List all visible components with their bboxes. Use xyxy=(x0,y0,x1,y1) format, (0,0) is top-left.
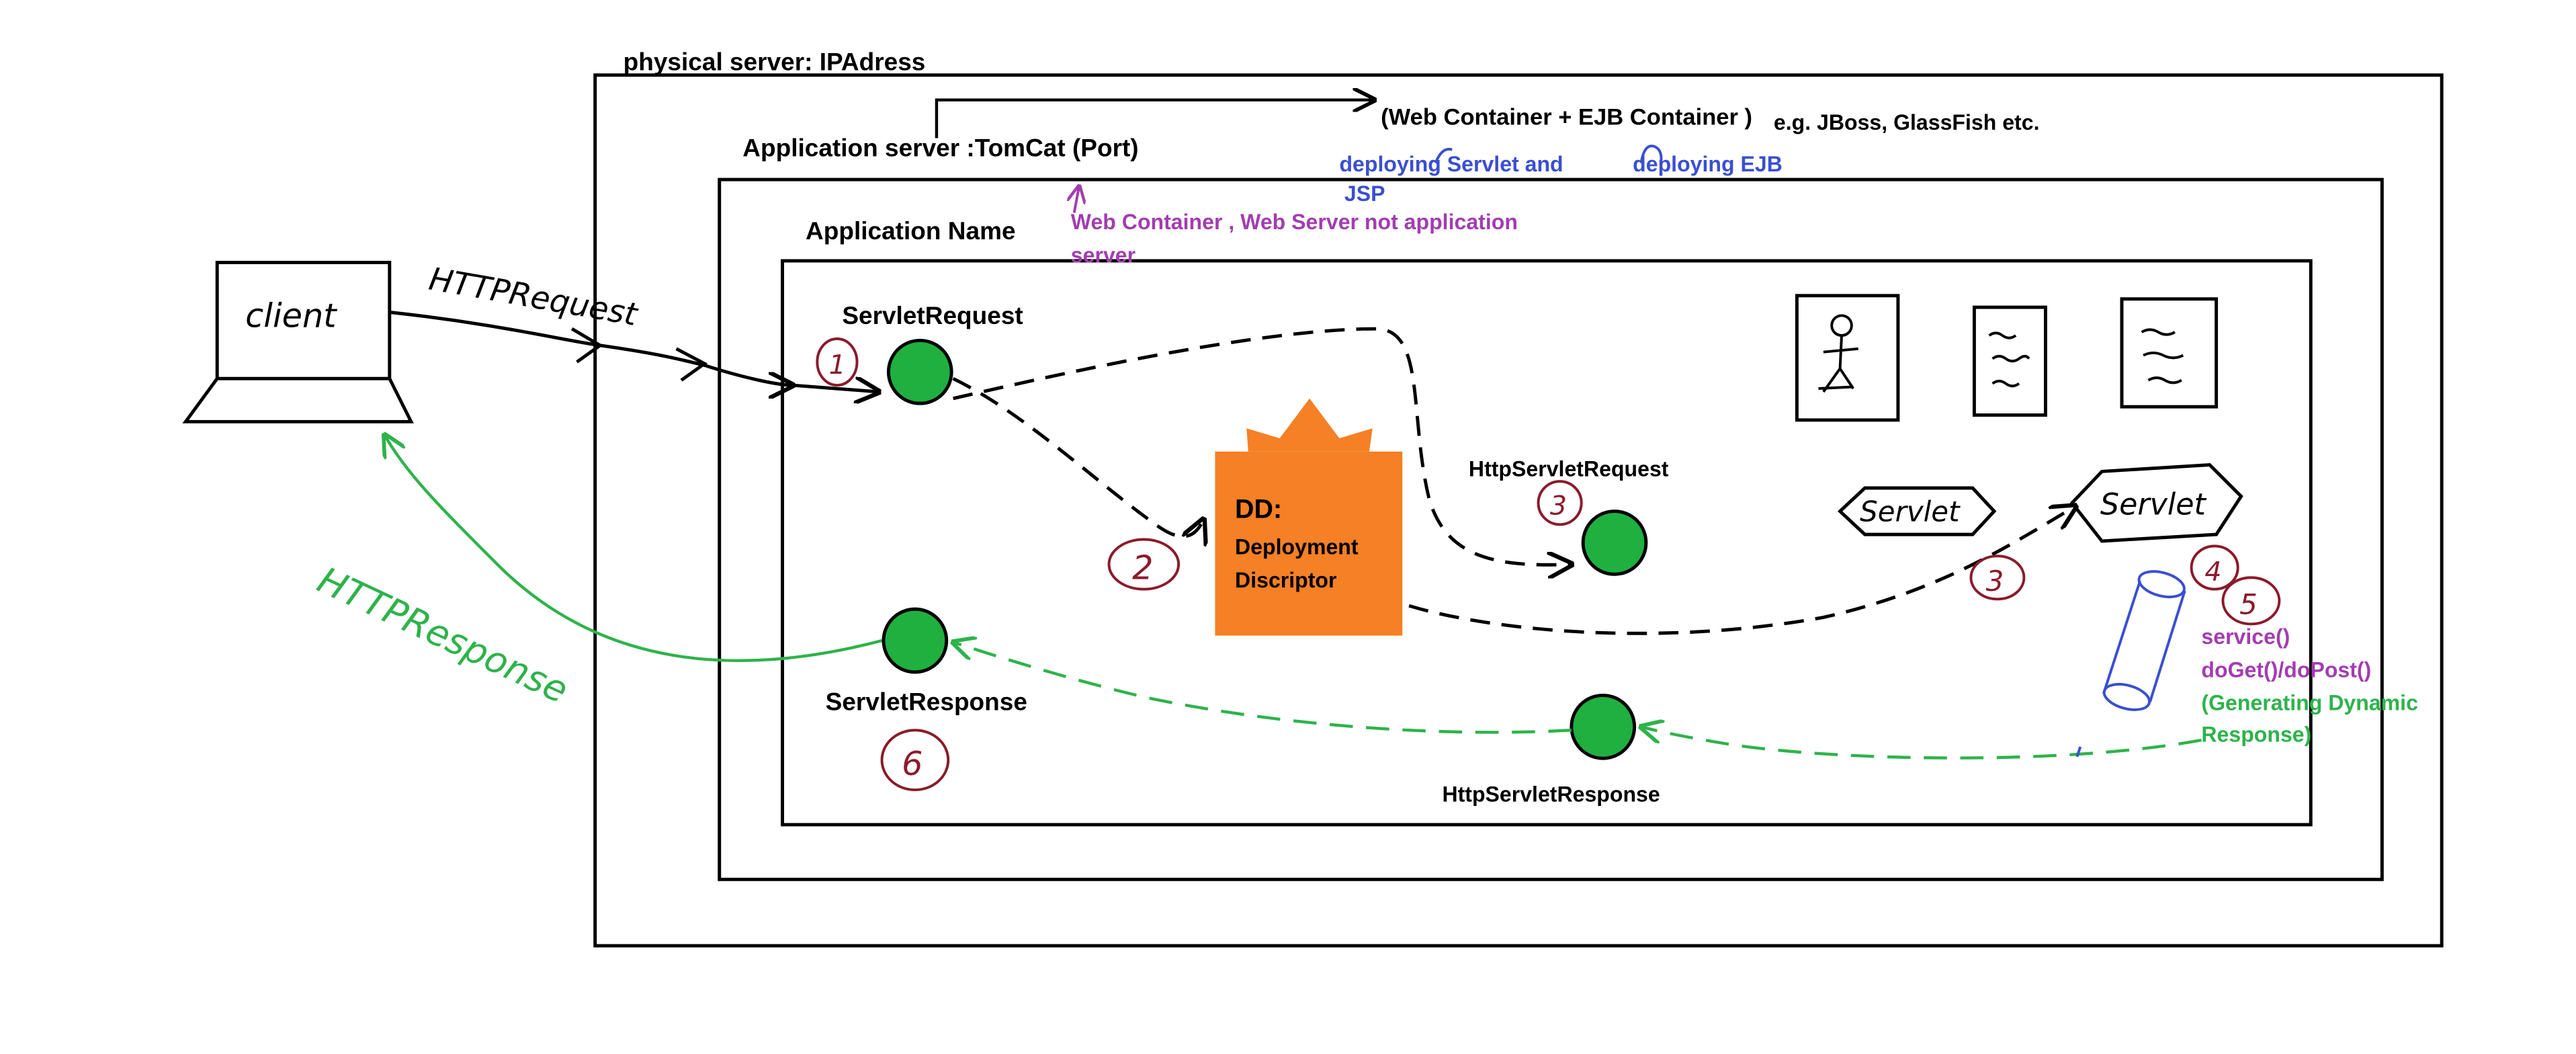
dd-to-servlet-path xyxy=(1408,506,2075,635)
request-to-dd-path xyxy=(952,376,1204,536)
client-laptop xyxy=(182,261,414,423)
response-to-servletresponse-path xyxy=(953,642,1572,734)
examples-label: e.g. JBoss, GlassFish etc. xyxy=(1774,110,2040,134)
containers-label: (Web Container + EJB Container ) xyxy=(1381,105,1752,130)
step-3-label-b: 3 xyxy=(1986,565,2004,598)
step-1-marker xyxy=(816,337,859,387)
http-request-tick-2 xyxy=(675,347,708,382)
step-6-label: 6 xyxy=(902,744,922,783)
deploy-servlet-label-1: deploying Servlet and xyxy=(1339,152,1563,176)
web-container-note-1: Web Container , Web Server not applicati… xyxy=(1071,210,1518,234)
deploy-servlet-pointer xyxy=(1434,147,1453,164)
service-to-httpservletresponse-path xyxy=(1641,727,2202,760)
http-request-to-node xyxy=(792,385,878,392)
servlet-hexagon-b xyxy=(2069,462,2243,543)
dd-line-1: Deployment xyxy=(1235,535,1359,559)
http-servlet-request-node xyxy=(1581,510,1648,576)
document-icon-a xyxy=(1972,305,2047,417)
servlet-request-label: ServletRequest xyxy=(842,302,1023,329)
doget-dopost-label: doGet()/doPost() xyxy=(2201,657,2371,682)
app-server-label: Application server :TomCat (Port) xyxy=(742,134,1138,162)
step-3-marker-b xyxy=(1969,555,2026,601)
servlet-hexagon-a xyxy=(1837,486,1997,536)
client-label: client xyxy=(245,296,337,335)
thread-cylinder-icon xyxy=(2075,570,2186,758)
request-to-httpservletrequest-path xyxy=(953,327,1572,565)
deployment-descriptor xyxy=(1215,398,1403,636)
http-servlet-response-label: HttpServletResponse xyxy=(1442,782,1660,806)
step-2-label: 2 xyxy=(1132,549,1153,587)
http-request-label: HTTPRequest xyxy=(426,261,641,334)
dd-title: DD: xyxy=(1235,494,1282,524)
step-3-marker-a xyxy=(1537,480,1583,526)
servlet-label-b: Servlet xyxy=(2100,487,2207,522)
step-1-label: 1 xyxy=(829,350,846,380)
servlet-label-a: Servlet xyxy=(1860,495,1961,528)
deploy-ejb-label: deploying EJB xyxy=(1633,152,1783,176)
document-icon-b xyxy=(2120,297,2219,409)
http-response-arrow xyxy=(384,435,883,662)
physical-server-box xyxy=(593,73,2444,948)
step-5-marker xyxy=(2221,576,2281,626)
servlet-response-label: ServletResponse xyxy=(826,688,1027,716)
http-request-tick-1 xyxy=(570,327,603,364)
application-name-label: Application Name xyxy=(806,217,1016,245)
user-figure-icon xyxy=(1795,294,1900,422)
dd-line-2: Discriptor xyxy=(1235,568,1336,592)
web-container-pointer xyxy=(1074,186,1079,213)
deploy-ejb-pointer xyxy=(1639,145,1663,163)
step-5-label: 5 xyxy=(2239,588,2258,621)
servlet-request-node xyxy=(886,338,953,405)
physical-server-label: physical server: IPAdress xyxy=(624,48,926,75)
step-3-label-a: 3 xyxy=(1550,490,1567,521)
generating-label-2: Response) xyxy=(2201,723,2311,747)
step-2-marker xyxy=(1107,538,1180,591)
step-6-marker xyxy=(880,729,950,792)
deploy-servlet-label-2: JSP xyxy=(1344,181,1385,206)
application-box xyxy=(781,259,2313,827)
http-request-arrow xyxy=(389,311,793,386)
servlet-response-node xyxy=(882,607,949,674)
service-label: service() xyxy=(2201,624,2290,649)
container-arrow xyxy=(935,100,1374,138)
step-4-marker xyxy=(2190,544,2239,591)
http-servlet-request-label: HttpServletRequest xyxy=(1469,457,1669,481)
step-4-label: 4 xyxy=(2204,557,2221,587)
http-response-label: HTTPResponse xyxy=(311,559,574,711)
http-servlet-response-node xyxy=(1570,693,1637,760)
app-server-box xyxy=(718,177,2384,881)
web-container-note-2: server xyxy=(1071,243,1135,267)
generating-label-1: (Generating Dynamic xyxy=(2201,691,2418,715)
